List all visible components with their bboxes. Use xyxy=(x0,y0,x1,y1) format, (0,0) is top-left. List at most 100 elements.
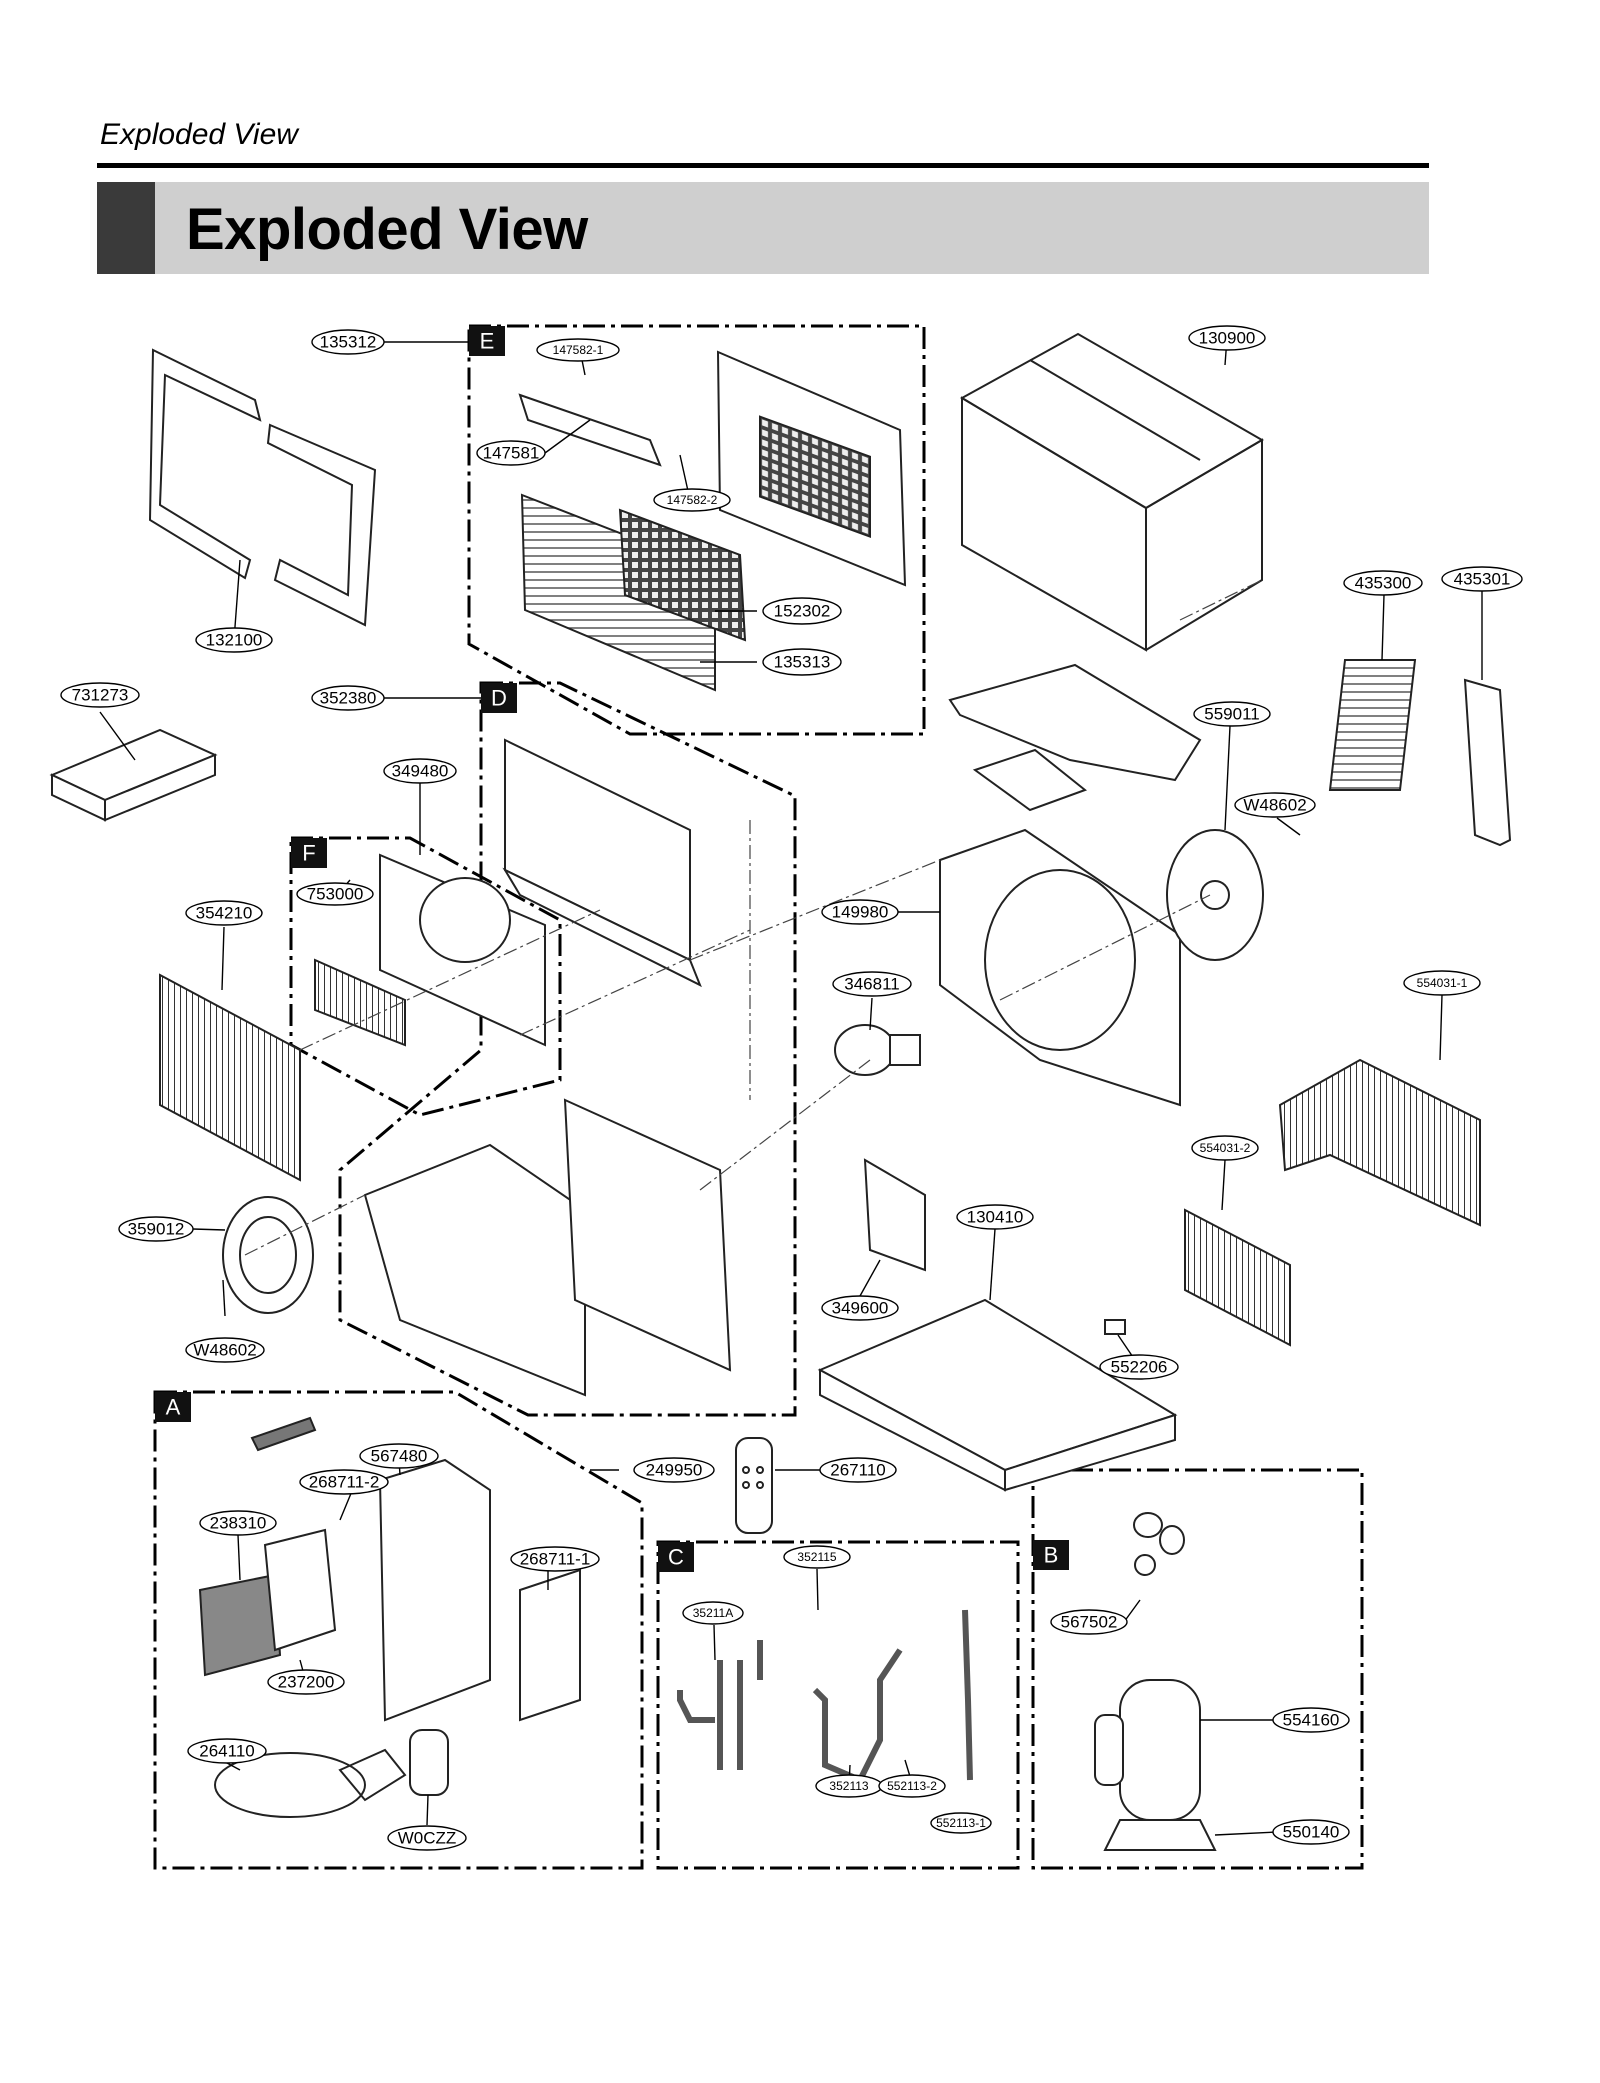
condenser-coil-2-part xyxy=(1184,1208,1291,1347)
accessory-box-part xyxy=(49,728,218,822)
part-label: 35211A xyxy=(693,1606,733,1620)
page-title: Exploded View xyxy=(186,197,588,262)
part-label: 147581 xyxy=(483,444,540,463)
part-label: 753000 xyxy=(307,885,364,904)
part-label: 237200 xyxy=(278,1673,335,1692)
section-title-bar: Exploded View xyxy=(97,182,1429,274)
part-label: 132100 xyxy=(206,631,263,650)
leader-lines xyxy=(99,337,1483,1836)
part-label: 135312 xyxy=(320,333,377,352)
part-label: 731273 xyxy=(72,686,129,705)
callout-labels: 135312 147582-1 147581 147582-2 152302 1… xyxy=(72,329,1511,1848)
part-label: 435300 xyxy=(1355,574,1412,593)
section-outline-d xyxy=(338,681,797,1417)
part-label: 238310 xyxy=(210,1514,267,1533)
part-label: W48602 xyxy=(193,1341,256,1360)
part-label: W48602 xyxy=(1243,796,1306,815)
part-label: 550140 xyxy=(1283,1823,1340,1842)
section-letter-d: D xyxy=(491,686,507,711)
section-tab-c xyxy=(658,1542,694,1572)
capacitor-part xyxy=(409,1729,449,1796)
front-grille-part xyxy=(518,350,907,692)
section-letter-f: F xyxy=(302,841,315,866)
part-label: 147582-1 xyxy=(553,343,604,357)
title-bar-accent-block xyxy=(97,182,155,274)
part-label: 349600 xyxy=(832,1299,889,1318)
axis-line-1 xyxy=(299,909,601,1051)
section-outline-b xyxy=(1031,1468,1364,1870)
refrigerant-tubes-part xyxy=(677,1609,973,1784)
section-letter-a: A xyxy=(166,1395,181,1420)
part-label: 346811 xyxy=(844,975,899,994)
part-label: 264110 xyxy=(199,1742,254,1761)
axis-line-3 xyxy=(689,859,941,961)
section-outline-e xyxy=(467,324,926,736)
section-tabs: E D F A C B xyxy=(155,326,1069,1572)
part-label: 130900 xyxy=(1199,329,1256,348)
section-tab-e xyxy=(469,326,505,356)
part-label: 567502 xyxy=(1061,1613,1118,1632)
part-label: 354210 xyxy=(196,904,253,923)
axis-line-8 xyxy=(1179,579,1263,621)
overload-protector-part xyxy=(1133,1512,1185,1576)
part-label: 130410 xyxy=(967,1208,1024,1227)
part-label: 559011 xyxy=(1204,705,1259,724)
running-header: Exploded View xyxy=(100,118,298,151)
part-label: 352380 xyxy=(320,689,377,708)
cabinet-part xyxy=(959,332,1264,652)
section-tab-d xyxy=(481,683,517,713)
part-label: 552113-2 xyxy=(887,1779,937,1793)
propeller-fan-part xyxy=(1166,829,1264,961)
section-letter-e: E xyxy=(480,329,495,354)
display-panel-part xyxy=(198,1528,337,1677)
part-label: 149980 xyxy=(832,903,889,922)
part-label: 152302 xyxy=(774,602,831,621)
part-label: 147582-2 xyxy=(667,493,718,507)
section-outline-c xyxy=(656,1540,1020,1870)
part-label: 554031-1 xyxy=(1417,976,1468,990)
part-label: 552113-1 xyxy=(936,1816,986,1830)
part-label: 554160 xyxy=(1283,1711,1340,1730)
part-label: 268711-1 xyxy=(520,1550,591,1569)
axis-line-5 xyxy=(244,1194,366,1256)
part-label: 352113 xyxy=(829,1779,868,1793)
wire-harness-part xyxy=(250,1416,317,1452)
section-letter-b: B xyxy=(1044,1543,1059,1568)
remote-control-part xyxy=(735,1437,773,1534)
part-label: 135313 xyxy=(774,653,831,672)
part-label: 352115 xyxy=(797,1550,836,1564)
scroll-housing-part xyxy=(363,1098,732,1397)
side-strip-part xyxy=(1463,678,1512,847)
part-label: 267110 xyxy=(830,1461,885,1480)
side-grille-part xyxy=(1328,659,1417,791)
section-outline-a xyxy=(153,1390,644,1870)
thermostat-clip-part xyxy=(1104,1319,1126,1335)
blower-wheel-part xyxy=(222,1196,314,1314)
motor-mount-part xyxy=(863,1158,926,1272)
fan-motor-part xyxy=(834,1024,921,1076)
section-tab-b xyxy=(1033,1540,1069,1570)
air-guide-part xyxy=(948,663,1202,812)
part-label: 249950 xyxy=(646,1461,703,1480)
part-label: W0CZZ xyxy=(398,1829,457,1848)
part-label: 359012 xyxy=(128,1220,185,1239)
compressor-part xyxy=(1094,1679,1217,1851)
axis-line-4 xyxy=(699,1059,871,1191)
control-box-part xyxy=(378,1458,491,1722)
window-frame-part xyxy=(148,348,377,627)
part-label: 567480 xyxy=(371,1447,428,1466)
main-pcb-part xyxy=(519,1568,581,1722)
axis-line-2 xyxy=(519,929,751,1036)
part-label: 435301 xyxy=(1454,570,1511,589)
section-letter-c: C xyxy=(668,1545,684,1570)
evaporator-frame-part xyxy=(314,853,546,1047)
condenser-coil-part xyxy=(1278,1058,1481,1227)
part-label: 268711-2 xyxy=(309,1473,380,1492)
power-cord-part xyxy=(214,1748,407,1818)
header-rule xyxy=(97,163,1429,168)
part-label: 554031-2 xyxy=(1200,1141,1251,1155)
part-label: 552206 xyxy=(1111,1358,1168,1377)
axis-line-6 xyxy=(999,894,1211,1001)
